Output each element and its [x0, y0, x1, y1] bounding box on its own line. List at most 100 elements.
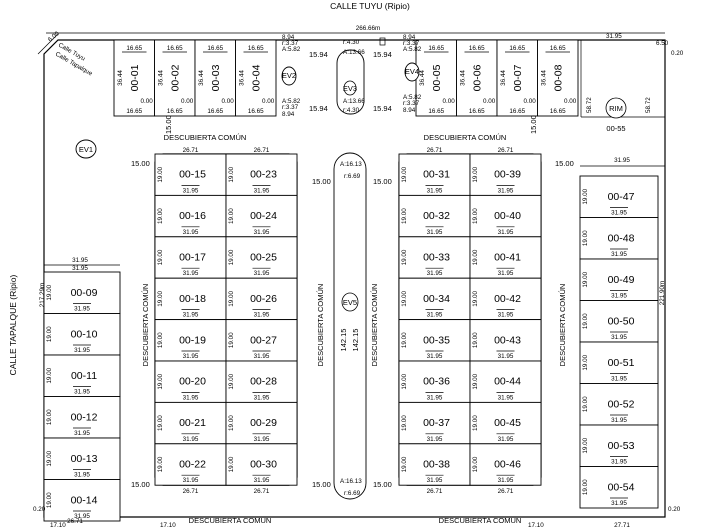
west-edge-dim: 0.20: [33, 506, 46, 513]
block1-lot-depth-dim: 19.00: [157, 415, 164, 431]
block2-lot-depth-dim-group: 19.00: [472, 456, 479, 472]
block2-lot-label-00-34: 00-34: [423, 293, 450, 305]
top-lot-depth-dim-group: 36.44: [239, 70, 246, 86]
block2-lot-width-dim: 31.95: [427, 312, 443, 319]
block2-lot-width-dim: 31.95: [498, 436, 514, 443]
east-lot-depth-dim: 19.00: [582, 479, 589, 495]
block2-lot-depth-dim: 19.00: [472, 208, 479, 224]
block1-lot-width-dim: 31.95: [183, 477, 199, 484]
block1-top-left-dim: 26.71: [183, 147, 199, 154]
block2-lot-label-00-45: 00-45: [494, 417, 521, 429]
block2-lot-label-00-37: 00-37: [423, 417, 450, 429]
block1-lot-00-16: [154, 194, 227, 238]
block2-lot-label-00-43: 00-43: [494, 334, 521, 346]
east-lot-width-dim: 31.95: [611, 500, 627, 507]
top-lot-label-00-04: 00-04: [251, 64, 263, 91]
ev3-r3: A:13.66: [343, 98, 365, 105]
block2-lot-depth-dim: 19.00: [401, 332, 408, 348]
rim-edge-dim: 0.20: [671, 50, 684, 57]
street-dim-b: 15.00: [312, 177, 331, 186]
east-lot-00-48: [579, 217, 659, 260]
west-lot-depth-dim-group: 19.00: [46, 284, 53, 300]
west-lot-label-00-12: 00-12: [71, 411, 98, 423]
block1-lot-depth-dim-group: 19.00: [157, 456, 164, 472]
block2-lot-label-00-40: 00-40: [494, 210, 521, 222]
west-lot-depth-dim: 19.00: [46, 367, 53, 383]
block2-lot-label-00-46: 00-46: [494, 459, 521, 471]
block2-bot-left-dim: 26.71: [427, 488, 443, 495]
block2-lot-00-46: [469, 443, 542, 486]
block1-lot-00-24: [225, 194, 298, 238]
block2-lot-depth-dim: 19.00: [401, 291, 408, 307]
bottom-dim-mid: 17.10: [160, 522, 176, 529]
block2-lot-00-37: [398, 401, 471, 445]
east-lot-label-00-48: 00-48: [608, 232, 635, 244]
common-vertical-3: DESCUBIERTA COMÚN: [370, 284, 379, 367]
block1-lot-depth-dim: 19.00: [228, 332, 235, 348]
top-lot-depth-dim: 36.44: [419, 70, 426, 86]
block1-lot-00-25: [225, 236, 298, 279]
block2-lot-label-00-38: 00-38: [423, 459, 450, 471]
ev4-label: EV4: [405, 67, 419, 76]
block1-lot-depth-dim-group: 19.00: [228, 456, 235, 472]
block1-lot-label-00-15: 00-15: [179, 169, 206, 181]
top-lot-small-dim: 0.00: [262, 98, 275, 105]
block2-lot-depth-dim-group: 19.00: [472, 332, 479, 348]
block1-lot-label-00-21: 00-21: [179, 417, 206, 429]
top-lot-depth-dim: 36.44: [239, 70, 246, 86]
rim-label: RIM: [609, 104, 623, 113]
top-lot-width-top: 16.65: [207, 45, 223, 52]
west-frontage-dim: 217.29m: [39, 283, 46, 308]
block2-lot-width-dim: 31.95: [498, 270, 514, 277]
block1-lot-depth-dim-group: 19.00: [228, 208, 235, 224]
common-vertical-4: DESCUBIERTA COMÚN: [558, 284, 567, 367]
corner-chamfer-dim: 6.00: [47, 30, 61, 44]
block2-lot-depth-dim: 19.00: [401, 166, 408, 182]
ev5-length-b: 142.15: [351, 329, 360, 352]
top-lot-label-00-05: 00-05: [431, 64, 443, 91]
block1-lot-width-dim: 31.95: [183, 353, 199, 360]
block2-lot-depth-dim-group: 19.00: [401, 456, 408, 472]
ev5-radius-top-1: A:16.13: [340, 161, 362, 168]
common-north-right: DESCUBIERTA COMÚN: [424, 133, 507, 142]
block1-lot-depth-dim-group: 19.00: [228, 373, 235, 389]
top-lot-small-dim: 0.00: [483, 98, 496, 105]
block1-lot-label-00-17: 00-17: [179, 252, 206, 264]
west-lot-depth-dim: 19.00: [46, 492, 53, 508]
ev5-strip: [333, 152, 367, 500]
block2-lot-label-00-33: 00-33: [423, 252, 450, 264]
top-street-dim-3: 15.94: [373, 50, 392, 59]
block2-lot-00-32: [398, 194, 471, 238]
block1-lot-label-00-22: 00-22: [179, 459, 206, 471]
block2-lot-width-dim: 31.95: [498, 353, 514, 360]
rim-depth-dim-right: 58.72: [645, 97, 652, 113]
west-lot-00-12: [43, 396, 121, 439]
block2-lot-depth-dim-group: 19.00: [401, 166, 408, 182]
top-lot-width-bottom: 16.65: [550, 108, 566, 115]
block2-lot-00-34: [398, 277, 471, 321]
east-bottom-dim: 27.71: [614, 522, 630, 529]
street-dim-h: 15.00: [164, 115, 173, 134]
east-lot-00-54: [579, 466, 659, 509]
top-lot-depth-dim-group: 36.44: [460, 70, 467, 86]
west-top-dim-2: 31.95: [72, 265, 88, 272]
block1-lot-label-00-27: 00-27: [250, 334, 277, 346]
street-dim-d: 15.00: [555, 159, 574, 168]
block2-bot-right-dim: 26.71: [498, 488, 514, 495]
block2-lot-label-00-35: 00-35: [423, 334, 450, 346]
common-vertical-2: DESCUBIERTA COMÚN: [316, 284, 325, 367]
block2-lot-depth-dim-group: 19.00: [472, 249, 479, 265]
east-lot-00-47: [579, 175, 659, 218]
block1-lot-depth-dim-group: 19.00: [228, 415, 235, 431]
block1-lot-depth-dim-group: 19.00: [157, 373, 164, 389]
street-dim-g: 15.00: [373, 480, 392, 489]
block2-lot-width-dim: 31.95: [427, 436, 443, 443]
top-lot-width-bottom: 16.65: [469, 108, 485, 115]
west-lot-width-dim: 31.95: [74, 389, 90, 396]
block2-lot-depth-dim-group: 19.00: [401, 415, 408, 431]
block2-lot-depth-dim-group: 19.00: [401, 249, 408, 265]
block2-lot-depth-dim: 19.00: [401, 415, 408, 431]
block1-lot-depth-dim: 19.00: [228, 456, 235, 472]
west-lot-depth-dim-group: 19.00: [46, 326, 53, 342]
top-street-dim-1: 15.94: [309, 50, 328, 59]
